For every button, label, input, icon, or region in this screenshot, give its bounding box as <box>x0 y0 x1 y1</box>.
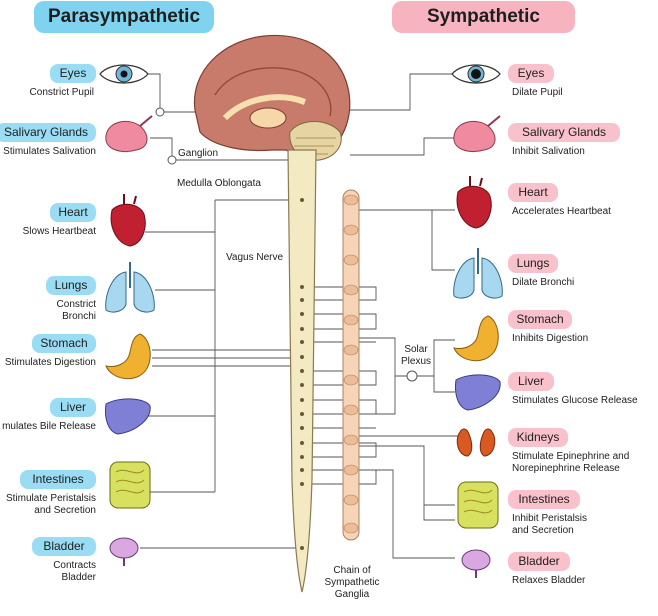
medulla-label: Medulla Oblongata <box>177 178 261 189</box>
para-intestines-effect-line-1: Stimulate Peristalsis <box>5 493 96 504</box>
para-intestines-effect: Stimulate Peristalsis and Secretion <box>6 493 96 517</box>
intestines-icon <box>457 481 499 529</box>
symp-kidneys-effect: Stimulate Epinephrine and Norepinephrine… <box>512 451 629 475</box>
liver-icon <box>105 398 151 435</box>
lungs-icon <box>105 262 155 313</box>
solar-plexus-line-1: Solar <box>404 344 428 355</box>
symp-heart-effect: Accelerates Heartbeat <box>512 206 611 217</box>
symp-kidneys-effect-line-2: Norepinephrine Release <box>512 463 620 474</box>
para-eyes-tag: Eyes <box>50 64 96 83</box>
stomach-icon <box>105 333 151 380</box>
nerve-lines <box>140 73 462 559</box>
para-bladder-tag: Bladder <box>32 537 96 556</box>
heart-icon <box>456 176 492 229</box>
vagus-nerve-label: Vagus Nerve <box>226 252 284 263</box>
symp-lungs-tag: Lungs <box>508 254 558 273</box>
chain-label-line-1: Chain of <box>333 565 371 576</box>
para-salivary-tag: Salivary Glands <box>0 123 96 142</box>
para-bladder-effect-line-2: Bladder <box>61 572 96 583</box>
ganglion-label: Ganglion <box>178 148 219 159</box>
symp-heart-tag: Heart <box>508 183 558 202</box>
salivary-gland-icon <box>105 115 153 152</box>
sympathetic-chain <box>342 189 360 541</box>
para-lungs-effect: Constrict Bronchi <box>57 299 96 323</box>
liver-icon <box>455 374 501 411</box>
bladder-icon <box>461 549 491 578</box>
chain-label-line-3: Ganglia <box>334 589 370 600</box>
eye-icon <box>451 64 501 84</box>
symp-kidneys-tag: Kidneys <box>508 428 568 447</box>
symp-salivary-tag: Salivary Glands <box>508 123 620 142</box>
parasympathetic-header: Parasympathetic <box>34 1 214 33</box>
symp-intestines-tag: Intestines <box>508 490 580 509</box>
para-intestines-effect-line-2: and Secretion <box>34 505 96 516</box>
stomach-icon <box>453 315 499 362</box>
solar-plexus-label: Solar Plexus <box>396 344 436 368</box>
symp-liver-tag: Liver <box>508 372 554 391</box>
symp-kidneys-effect-line-1: Stimulate Epinephrine and <box>512 451 630 462</box>
kidneys-icon <box>456 428 496 457</box>
para-liver-effect: mulates Bile Release <box>2 421 96 432</box>
symp-eyes-tag: Eyes <box>508 64 554 83</box>
symp-salivary-effect: Inhibit Salivation <box>512 146 585 157</box>
para-lungs-tag: Lungs <box>46 276 96 295</box>
para-bladder-effect: Contracts Bladder <box>53 560 96 584</box>
para-stomach-effect: Stimulates Digestion <box>4 357 96 368</box>
chain-label-line-2: Sympathetic <box>324 577 380 588</box>
para-heart-tag: Heart <box>50 203 96 222</box>
symp-bladder-tag: Bladder <box>508 552 570 571</box>
para-lungs-effect-line-2: Bronchi <box>62 311 96 322</box>
spinal-dots <box>300 198 304 550</box>
chain-label: Chain of Sympathetic Ganglia <box>318 565 386 601</box>
sympathetic-header: Sympathetic <box>392 1 575 33</box>
para-lungs-effect-line-1: Constrict <box>56 299 96 310</box>
symp-intestines-effect-line-1: Inhibit Peristalsis <box>512 513 588 524</box>
symp-eyes-effect: Dilate Pupil <box>512 87 563 98</box>
symp-stomach-effect: Inhibits Digestion <box>512 333 589 344</box>
heart-icon <box>110 194 146 247</box>
brain-illustration <box>193 34 351 161</box>
para-salivary-effect: Stimulates Salivation <box>3 146 96 157</box>
ganglion-nodes <box>155 107 418 382</box>
symp-liver-effect: Stimulates Glucose Release <box>512 395 638 406</box>
para-eyes-effect: Constrict Pupil <box>29 87 94 98</box>
intestines-icon <box>109 461 151 509</box>
para-bladder-effect-line-1: Contracts <box>53 560 96 571</box>
symp-stomach-tag: Stomach <box>508 310 572 329</box>
symp-intestines-effect-line-2: and Secretion <box>512 525 574 536</box>
salivary-gland-icon <box>453 115 501 152</box>
solar-plexus-line-2: Plexus <box>400 356 431 367</box>
para-liver-tag: Liver <box>50 398 96 417</box>
lungs-icon <box>453 248 503 299</box>
bladder-icon <box>109 537 139 566</box>
para-stomach-tag: Stomach <box>32 334 96 353</box>
eye-icon <box>99 64 149 84</box>
symp-intestines-effect: Inhibit Peristalsis and Secretion <box>512 513 587 537</box>
symp-bladder-effect: Relaxes Bladder <box>512 575 586 586</box>
para-intestines-tag: Intestines <box>20 470 96 489</box>
para-heart-effect: Slows Heartbeat <box>22 226 96 237</box>
symp-lungs-effect: Dilate Bronchi <box>512 277 575 288</box>
